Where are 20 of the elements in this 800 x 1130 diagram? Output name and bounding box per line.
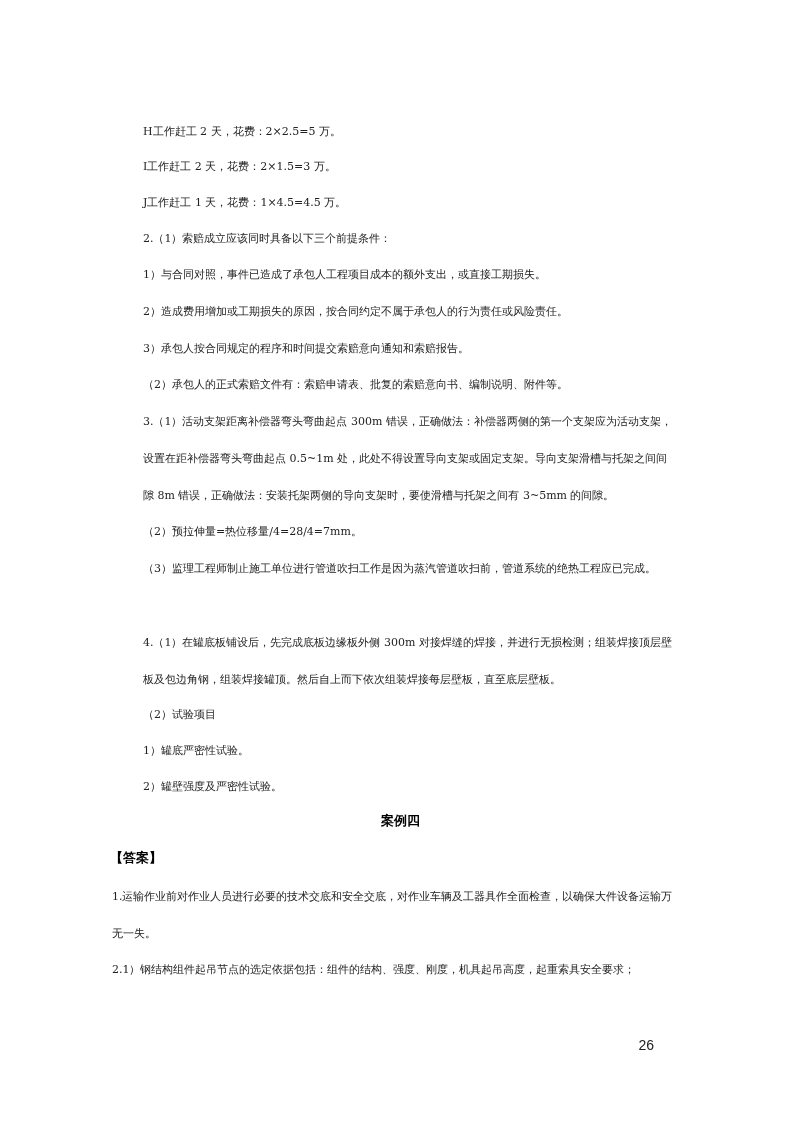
paragraph: （2）预拉伸量=热位移量/4=28/4=7mm。 [143,524,363,540]
paragraph: 2.（1）索赔成立应该同时具备以下三个前提条件： [143,231,393,247]
section-heading: 案例四 [379,812,421,830]
paragraph: 1.运输作业前对作业人员进行必要的技术交底和安全交底，对作业车辆及工器具作全面检查，以确保大件设备运输万无一失。 [112,889,674,942]
paragraph: （2）试验项目 [143,707,217,723]
page-number: 26 [637,1036,654,1055]
paragraph: J工作赶工 1 天，花费：1×4.5=4.5 万。 [143,195,348,211]
paragraph: （2）承包人的正式索赔文件有：索赔申请表、批复的索赔意向书、编制说明、附件等。 [143,377,569,393]
answer-heading: 【答案】 [110,849,163,867]
paragraph: 2）造成费用增加或工期损失的原因，按合同约定不属于承包人的行为责任或风险责任。 [143,304,569,320]
paragraph: 1）与合同对照，事件已造成了承包人工程项目成本的额外支出，或直接工期损失。 [143,267,547,283]
paragraph: 2.1）钢结构组件起吊节点的选定依据包括：组件的结构、强度、刚度，机具起吊高度，起重索具安全要求； [112,962,637,978]
paragraph: I工作赶工 2 天，花费：2×1.5=3 万。 [143,159,337,175]
paragraph: 3.（1）活动支架距离补偿器弯头弯曲起点 300m 错误，正确做法：补偿器两侧的第一个支架应为活动支架，设置在距补偿器弯头弯曲起点 0.5~1m 处，此处不得设置导向支架或固定支架。导向支架滑槽与托架之间间隙 8m 错误，正确做法：安装托架两侧的导向支架时，要使滑槽与托架之间有 3~5mm 的间隙。 [143,414,673,504]
paragraph: （3）监理工程师制止施工单位进行管道吹扫工作是因为蒸汽管道吹扫前，管道系统的绝热工程应已完成。 [143,561,657,577]
paragraph: 2）罐壁强度及严密性试验。 [143,779,283,795]
paragraph: 1）罐底严密性试验。 [143,743,250,759]
paragraph: H工作赶工 2 天，花费：2×2.5=5 万。 [143,124,342,140]
paragraph: 4.（1）在罐底板铺设后，先完成底板边缘板外侧 300m 对接焊缝的焊接，并进行无损检测；组装焊接顶层壁板及包边角钢，组装焊接罐顶。然后自上而下依次组装焊接每层壁板，直至底层壁板。 [143,635,673,688]
paragraph: 3）承包人按合同规定的程序和时间提交索赔意向通知和索赔报告。 [143,341,470,357]
